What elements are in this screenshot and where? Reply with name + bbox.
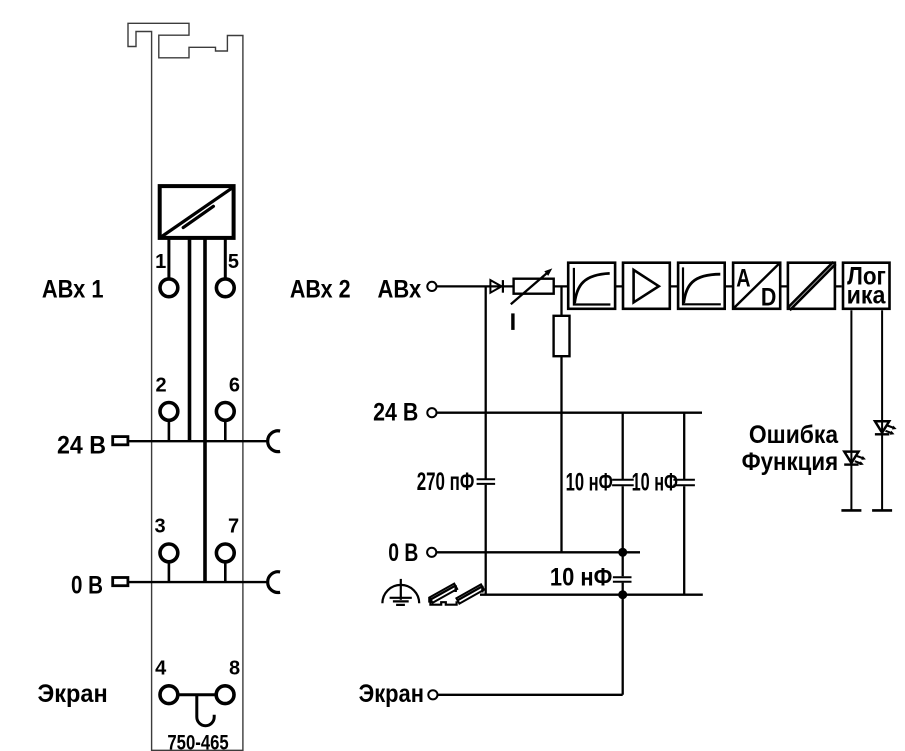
svg-text:Экран: Экран xyxy=(38,680,108,708)
svg-text:A: A xyxy=(736,265,750,293)
svg-text:0 В: 0 В xyxy=(388,539,418,567)
svg-text:24 В: 24 В xyxy=(373,399,418,427)
svg-text:Экран: Экран xyxy=(359,680,424,708)
svg-text:5: 5 xyxy=(228,251,239,273)
svg-text:10 нФ: 10 нФ xyxy=(632,469,678,497)
svg-text:4: 4 xyxy=(155,658,167,680)
svg-text:Функция: Функция xyxy=(742,448,839,476)
svg-text:ика: ика xyxy=(847,281,887,309)
svg-text:10 нФ: 10 нФ xyxy=(566,469,613,497)
svg-text:10 нФ: 10 нФ xyxy=(550,564,612,592)
svg-text:8: 8 xyxy=(229,658,240,680)
svg-text:270 пФ: 270 пФ xyxy=(417,468,475,496)
svg-text:750-465: 750-465 xyxy=(167,731,229,751)
svg-text:АВх: АВх xyxy=(378,276,422,304)
svg-text:Лог: Лог xyxy=(847,262,886,290)
svg-text:АВх 2: АВх 2 xyxy=(290,276,351,304)
svg-text:3: 3 xyxy=(154,516,165,538)
svg-text:2: 2 xyxy=(155,375,166,397)
svg-text:1: 1 xyxy=(155,251,166,273)
svg-text:0 В: 0 В xyxy=(71,572,103,600)
svg-text:D: D xyxy=(761,284,777,312)
svg-text:6: 6 xyxy=(229,375,240,397)
svg-text:7: 7 xyxy=(228,516,239,538)
svg-text:24 В: 24 В xyxy=(57,431,106,459)
svg-text:Ошибка: Ошибка xyxy=(749,421,839,449)
svg-text:АВх 1: АВх 1 xyxy=(42,276,104,304)
